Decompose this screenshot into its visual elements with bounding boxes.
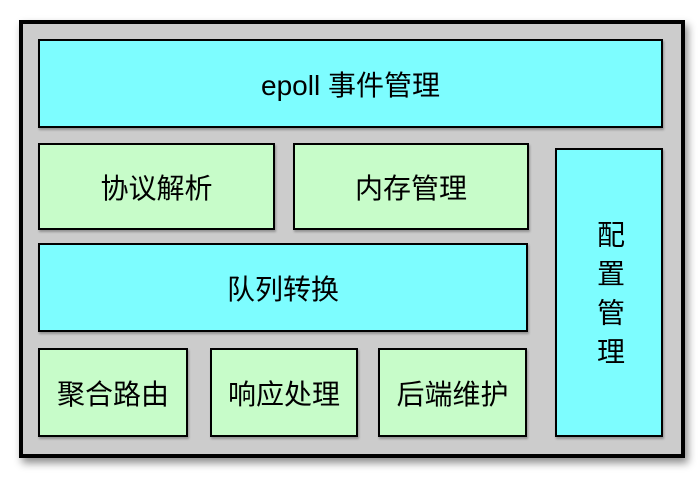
block-queue-label: 队列转换 <box>226 273 339 305</box>
block-protocol-label: 协议解析 <box>100 172 213 204</box>
block-protocol-parsing: 协议解析 <box>38 143 275 230</box>
block-memory-management: 内存管理 <box>293 143 529 230</box>
block-response-label: 响应处理 <box>227 378 340 410</box>
block-epoll-event-management: epoll 事件管理 <box>38 39 663 128</box>
block-response-handling: 响应处理 <box>210 348 358 437</box>
block-epoll-label: epoll 事件管理 <box>261 69 440 101</box>
diagram-panel: epoll 事件管理 协议解析 内存管理 队列转换 聚合路由 响应处理 后端维护… <box>19 20 685 458</box>
block-backend-maintenance: 后端维护 <box>378 348 527 437</box>
block-aggregate-routing: 聚合路由 <box>38 348 188 437</box>
block-backend-label: 后端维护 <box>396 378 509 410</box>
block-config-management: 配置管理 <box>555 148 663 437</box>
block-config-label: 配置管理 <box>594 220 625 376</box>
block-queue-conversion: 队列转换 <box>38 243 528 332</box>
block-memory-label: 内存管理 <box>354 172 467 204</box>
block-route-label: 聚合路由 <box>56 378 169 410</box>
